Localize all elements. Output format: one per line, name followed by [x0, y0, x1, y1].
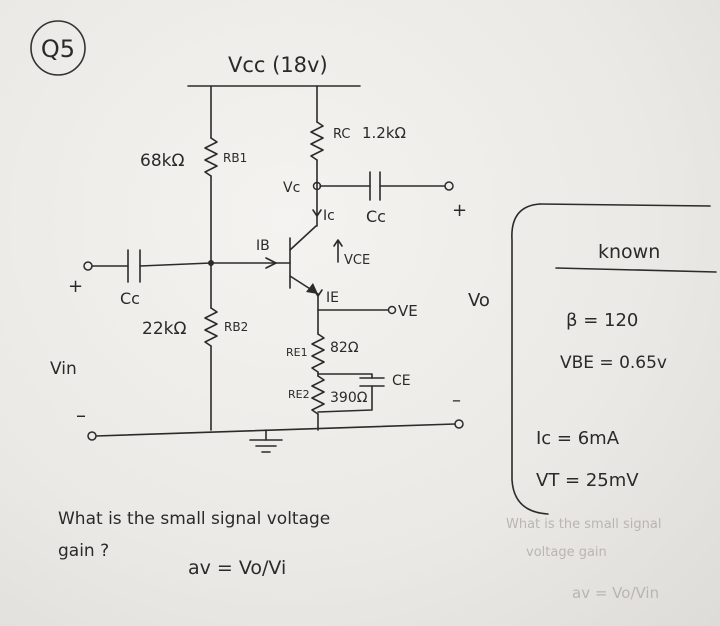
- ve-terminal: [387, 305, 397, 315]
- ic-value: Ic = 6mA: [536, 428, 620, 449]
- input-coupling-capacitor: [127, 249, 141, 283]
- question-line-1: What is the small signal voltage: [58, 509, 330, 529]
- re1-value: 82Ω: [330, 340, 359, 356]
- output-ground-terminal: [454, 419, 464, 429]
- ic-arrow: [312, 209, 322, 217]
- vc-label: Vc: [283, 180, 300, 196]
- ib-label: IB: [256, 238, 270, 254]
- ve-label: VE: [398, 302, 418, 320]
- rb2-value: 22kΩ: [142, 319, 186, 339]
- ic-label: Ic: [323, 208, 335, 224]
- question-number-badge: Q5: [30, 20, 86, 76]
- re2-resistor: [311, 375, 325, 415]
- output-plus-sign: +: [452, 200, 467, 221]
- re2-name: RE2: [288, 388, 310, 401]
- re1-resistor: [311, 333, 325, 373]
- rc-name: RC: [333, 127, 350, 142]
- supply-voltage-label: Vcc (18v): [228, 53, 328, 77]
- ie-arrow: [313, 289, 323, 297]
- ce-bottom-wire: [317, 385, 373, 413]
- output-coupling-capacitor: [369, 171, 381, 201]
- vo-label: Vo: [468, 290, 490, 311]
- vt-value: VT = 25mV: [536, 470, 639, 491]
- rb2-name: RB2: [224, 320, 248, 334]
- vce-label: VCE: [344, 253, 370, 268]
- npn-transistor: [289, 225, 319, 295]
- bleed-through-line-2: voltage gain: [526, 545, 607, 560]
- vin-label: Vin: [50, 359, 77, 379]
- output-cap-label: Cc: [366, 207, 386, 226]
- bypass-capacitor: [359, 377, 385, 387]
- bleed-through-line-3: av = Vo/Vin: [572, 584, 659, 602]
- known-panel-bracket: [511, 203, 549, 515]
- ce-label: CE: [392, 373, 411, 389]
- ce-top-wire: [317, 373, 373, 379]
- ie-label: IE: [326, 290, 339, 306]
- output-minus-sign: –: [452, 390, 461, 411]
- rc-resistor: [310, 121, 324, 161]
- vce-arrow: [333, 239, 343, 263]
- input-ground-terminal: [87, 431, 97, 441]
- ib-arrow: [265, 257, 277, 269]
- input-cap-label: Cc: [120, 289, 140, 308]
- question-number: Q5: [41, 35, 75, 63]
- rc-value: 1.2kΩ: [362, 124, 406, 142]
- gain-formula: av = Vo/Vi: [188, 557, 286, 579]
- ground-symbol: [249, 429, 283, 453]
- beta-value: β = 120: [566, 310, 638, 331]
- re1-name: RE1: [286, 346, 308, 359]
- re2-value: 390Ω: [330, 390, 368, 406]
- input-terminal: [83, 261, 93, 271]
- question-line-2: gain ?: [58, 541, 109, 561]
- input-plus-sign: +: [68, 276, 83, 297]
- bleed-through-line-1: What is the small signal: [506, 517, 662, 532]
- known-panel-top-line: [539, 203, 711, 207]
- output-terminal: [444, 181, 454, 191]
- rb2-resistor: [204, 307, 218, 347]
- known-heading-underline: [555, 267, 717, 273]
- vbe-value: VBE = 0.65v: [560, 353, 667, 373]
- ground-rail: [95, 423, 456, 437]
- rb1-name: RB1: [223, 151, 247, 165]
- rb1-value: 68kΩ: [140, 151, 184, 171]
- known-heading: known: [598, 241, 660, 263]
- input-minus-sign: –: [76, 403, 86, 427]
- rb1-resistor: [204, 137, 218, 177]
- cap-to-base-wire: [139, 262, 212, 267]
